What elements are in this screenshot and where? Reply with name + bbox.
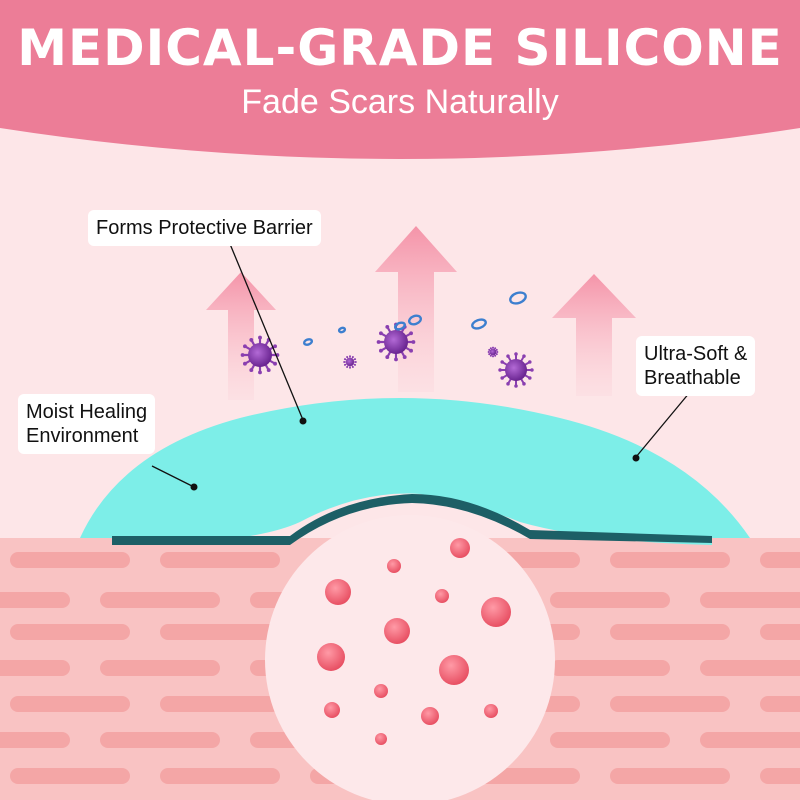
silicone-sheet-edge — [112, 494, 712, 545]
soft-leader-dot — [632, 454, 640, 462]
skin-cell-dot — [324, 702, 340, 718]
skin-cell-icon — [0, 660, 70, 676]
skin-cell-icon — [760, 696, 800, 712]
water-droplet-icon — [302, 338, 314, 346]
virus-icon — [240, 335, 280, 375]
skin-cell-icon — [700, 592, 800, 608]
rising-arrows — [206, 226, 636, 400]
skin-cell-icon — [10, 624, 130, 640]
skin-cell-icon — [160, 768, 280, 784]
water-droplet-icon — [337, 326, 347, 334]
skin-cell-dot — [421, 707, 439, 725]
skin-cell-dot — [387, 559, 401, 573]
skin-cell-dot — [374, 684, 388, 698]
skin-cell-icon — [10, 768, 130, 784]
header-banner — [0, 0, 800, 159]
water-droplet-icon — [471, 318, 487, 330]
water-droplet-icon — [509, 291, 527, 305]
skin-cell-icon — [10, 552, 130, 568]
callout-moist-healing: Moist Healing Environment — [18, 394, 156, 454]
moist-leader-dot — [190, 483, 198, 491]
up-arrow-icon — [375, 226, 457, 392]
water-droplet-icon — [407, 314, 423, 326]
skin-cell-icon — [0, 732, 70, 748]
skin-cell-icon — [610, 768, 730, 784]
skin-cell-icon — [550, 732, 670, 748]
skin-cell-dot — [384, 618, 410, 644]
skin-cell-dot — [439, 655, 469, 685]
magnified-skin-circle — [265, 515, 555, 800]
skin-cell-icon — [100, 732, 220, 748]
soft-leader-line — [635, 385, 696, 458]
virus-icon — [343, 355, 357, 369]
magnified-cells — [317, 538, 511, 745]
skin-cell-icon — [100, 592, 220, 608]
skin-cell-icon — [610, 552, 730, 568]
silicone-sheet — [80, 398, 750, 545]
skin-cell-dot — [450, 538, 470, 558]
skin-cell-icon — [760, 768, 800, 784]
barrier-leader-line — [229, 243, 304, 421]
skin-cell-dot — [435, 589, 449, 603]
skin-cell-icon — [160, 552, 280, 568]
callout-protective-barrier: Forms Protective Barrier — [88, 210, 321, 246]
leader-dots — [190, 417, 640, 491]
skin-cell-dot — [325, 579, 351, 605]
skin-cell-icon — [700, 660, 800, 676]
water-droplet-icon — [393, 321, 407, 331]
skin-cell-dot — [484, 704, 498, 718]
skin-cell-icon — [100, 660, 220, 676]
skin-cell-icon — [610, 624, 730, 640]
skin-cell-icon — [550, 660, 670, 676]
callout-ultra-soft: Ultra-Soft & Breathable — [636, 336, 756, 396]
skin-cell-icon — [160, 624, 280, 640]
skin-cell-icon — [610, 696, 730, 712]
virus-icon — [376, 322, 416, 362]
skin-cell-icon — [550, 592, 670, 608]
viruses — [240, 322, 534, 388]
page-title: MEDICAL-GRADE SILICONE — [17, 19, 783, 77]
up-arrow-icon — [552, 274, 636, 396]
virus-icon — [498, 352, 534, 388]
virus-icon — [487, 346, 499, 358]
water-droplets — [302, 291, 527, 346]
skin-cell-icon — [0, 592, 70, 608]
skin-cell-icon — [760, 624, 800, 640]
page-subtitle: Fade Scars Naturally — [241, 83, 559, 121]
skin-cell-icon — [760, 552, 800, 568]
barrier-leader-dot — [299, 417, 307, 425]
up-arrow-icon — [206, 272, 276, 400]
skin-cell-icon — [700, 732, 800, 748]
skin-cell-dot — [317, 643, 345, 671]
skin-cell-dot — [481, 597, 511, 627]
leader-lines — [151, 243, 696, 488]
skin-cell-icon — [10, 696, 130, 712]
moist-leader-line — [151, 465, 195, 488]
skin-cell-icon — [160, 696, 280, 712]
skin-cell-dot — [375, 733, 387, 745]
